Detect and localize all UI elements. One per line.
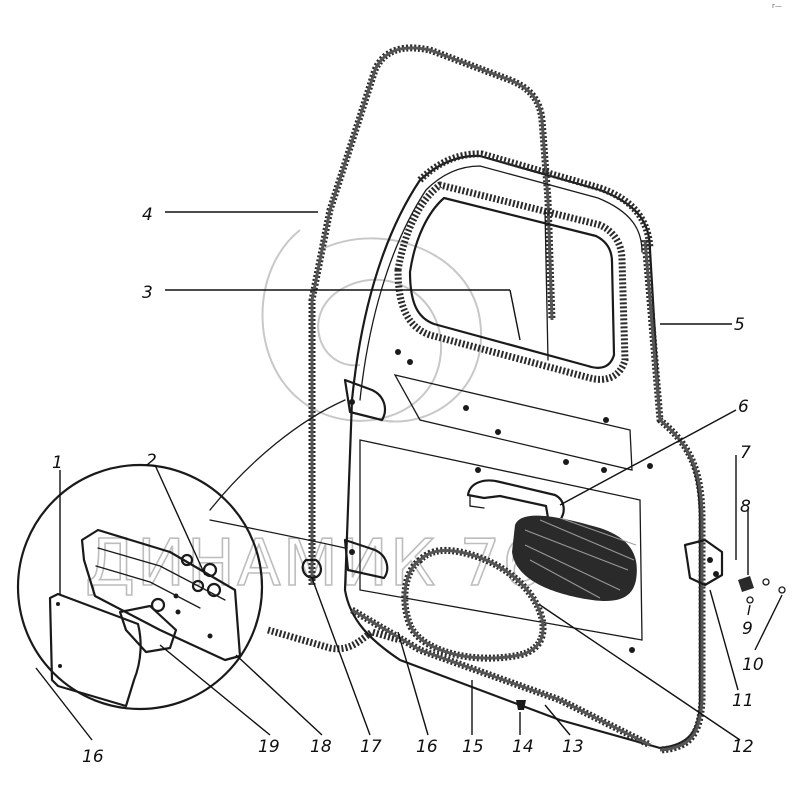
callout-19: 19 (258, 737, 280, 757)
part-2-bolts (180, 553, 222, 598)
callout-14: 14 (512, 737, 534, 757)
lower-access-opening (401, 546, 547, 662)
callout-4: 4 (142, 205, 153, 225)
part-15-lower-seal (267, 606, 652, 749)
trim-pad (512, 515, 637, 601)
part-6-pull-handle (466, 479, 565, 522)
part-9-screw (746, 596, 754, 604)
part-19-hinge-pin (118, 604, 178, 654)
callout-17: 17 (360, 737, 382, 757)
part-10-screw (762, 578, 786, 594)
hinge-detail-circle (16, 463, 264, 711)
callout-11: 11 (732, 691, 754, 711)
part-4-window-seal (308, 44, 556, 585)
callout-9: 9 (742, 619, 753, 639)
callout-5: 5 (734, 315, 745, 335)
part-8-lock-button (738, 576, 754, 592)
callout-numbers: 1 2 3 4 5 6 7 8 9 10 11 12 13 14 15 16 1… (52, 205, 764, 767)
callout-16-door: 16 (416, 737, 438, 757)
part-3-window-frame (394, 181, 629, 383)
part-7-lock (683, 538, 724, 587)
callout-15: 15 (462, 737, 484, 757)
callout-1: 1 (52, 453, 63, 473)
callout-7: 7 (740, 443, 751, 463)
detail-link-lines (209, 399, 346, 549)
callout-16-hinge: 16 (82, 747, 104, 767)
leader-lines (35, 211, 783, 741)
door-hinge-recesses (343, 378, 389, 580)
part-5-door-panel (343, 150, 706, 754)
callout-12: 12 (732, 737, 754, 757)
part-14-screw (516, 700, 526, 710)
callout-3: 3 (142, 283, 153, 303)
corner-mark: r— (772, 2, 782, 10)
callout-6: 6 (738, 397, 749, 417)
callout-2: 2 (146, 451, 157, 471)
hinge-body (80, 528, 242, 662)
part-1-hinge-cover (48, 592, 142, 708)
inner-panel-recess (359, 349, 653, 653)
callout-8: 8 (740, 497, 751, 517)
callout-13: 13 (562, 737, 584, 757)
callout-18: 18 (310, 737, 332, 757)
callout-10: 10 (742, 655, 764, 675)
